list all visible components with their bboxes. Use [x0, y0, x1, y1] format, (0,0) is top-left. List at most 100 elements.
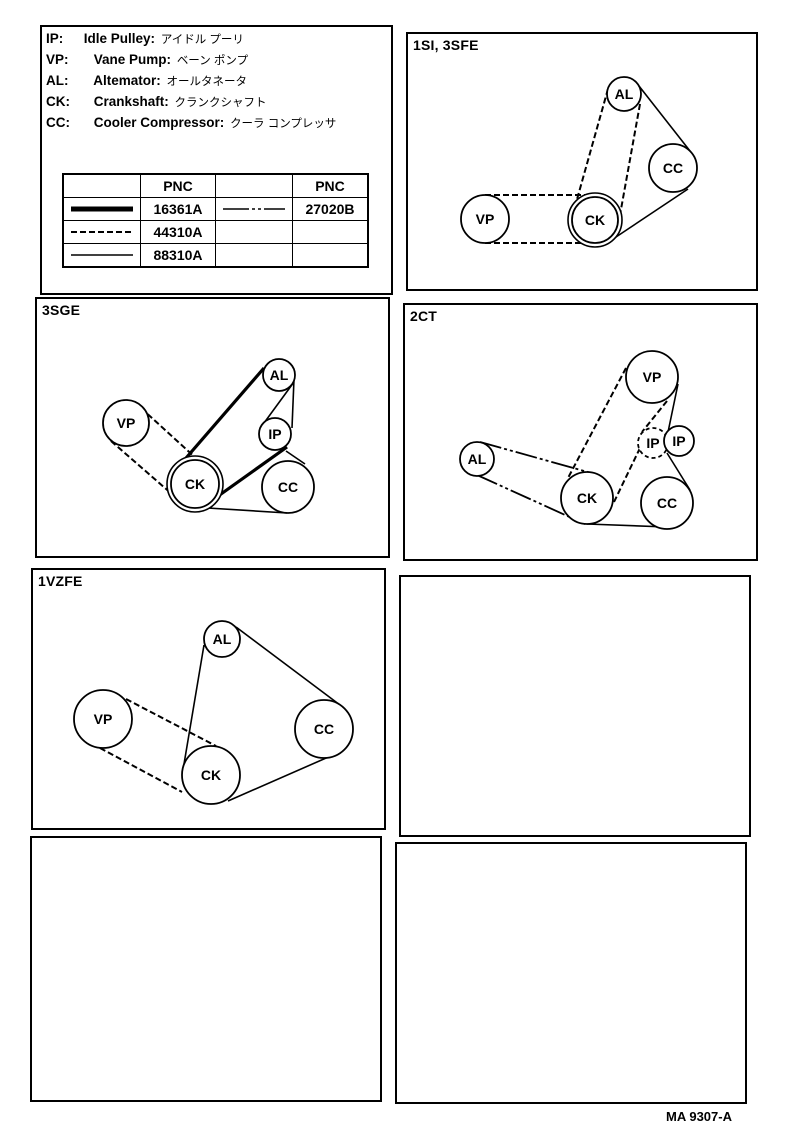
legend-jp: ベーン ポンプ	[176, 55, 249, 67]
pulley-label: CC	[657, 495, 677, 511]
pnc-header-blank	[215, 173, 293, 198]
legend-abbr: CC:	[46, 115, 70, 130]
engine-label: 3SGE	[42, 302, 81, 318]
pnc-code: 16361A	[140, 197, 216, 221]
pnc-code: 27020B	[292, 197, 369, 221]
pulley-vp: VP	[625, 350, 679, 404]
line-swatch-dashed	[62, 220, 141, 244]
pulley-label: CK	[585, 212, 605, 228]
legend-panel: IP: Idle Pulley: アイドル プーリ VP: Vane Pump:…	[40, 25, 393, 295]
legend-name: Idle Pulley:	[83, 31, 156, 46]
legend-item-ck: CK: Crankshaft: クランクシャフト	[46, 92, 336, 113]
legend-jp: アイドル プーリ	[160, 34, 244, 46]
belt-thin	[235, 626, 341, 706]
belt-thin	[666, 452, 691, 491]
pulley-ck: CK	[166, 455, 224, 513]
pulley-ck: CK	[560, 471, 614, 525]
empty-cell	[292, 220, 369, 244]
belt-thin	[291, 378, 295, 429]
pulley-label: CC	[314, 721, 334, 737]
pulley-label: CC	[278, 479, 298, 495]
pulley-label: CK	[185, 476, 205, 492]
pulley-label: IP	[672, 433, 685, 449]
pnc-header-row: PNC PNC	[62, 173, 369, 198]
pulley-label: AL	[213, 631, 232, 647]
pulley-label: AL	[270, 367, 289, 383]
belt-dashed	[573, 88, 609, 211]
pnc-code: 44310A	[140, 220, 216, 244]
belt-diagram: AL VP CC CK	[73, 620, 354, 805]
legend-abbr: IP:	[46, 31, 64, 46]
pulley-label: VP	[94, 711, 113, 727]
pulley-label: AL	[615, 86, 634, 102]
belt-dashed	[140, 407, 199, 461]
pulley-label: VP	[643, 369, 662, 385]
figure-id: MA 9307-A	[666, 1109, 732, 1124]
pulley-al: AL	[203, 620, 241, 658]
legend-name: Altemator:	[93, 73, 161, 88]
pulley-cc: CC	[261, 460, 315, 514]
pnc-row: 44310A	[62, 220, 369, 244]
belt-dashed	[613, 447, 641, 503]
legend-name: Vane Pump:	[93, 52, 172, 67]
engine-label: 1VZFE	[38, 573, 83, 589]
pulley-label: CK	[201, 767, 221, 783]
pnc-header-blank	[62, 173, 141, 198]
belt-dash-dot	[479, 441, 596, 475]
legend-jp: クランクシャフト	[174, 97, 267, 109]
belt-thin	[285, 450, 306, 465]
belt-thick	[213, 445, 288, 501]
pulley-label: CK	[577, 490, 597, 506]
pnc-header: PNC	[140, 173, 216, 198]
pulley-al: AL	[606, 76, 642, 112]
legend-abbr: VP:	[46, 52, 69, 67]
legend-item-al: AL: Altemator: オールタネータ	[46, 71, 336, 92]
pulley-ip: IP	[663, 425, 695, 457]
pulley-vp: VP	[73, 689, 133, 749]
pulley-cc: CC	[648, 143, 698, 193]
pnc-row: 16361A 27020B	[62, 197, 369, 221]
pulley-label: AL	[468, 451, 487, 467]
panel-1vzfe: AL VP CC CK 1VZFE	[31, 568, 386, 830]
empty-cell	[215, 243, 293, 268]
legend-name: Crankshaft:	[93, 94, 169, 109]
pulley-al: AL	[459, 441, 495, 477]
panel-1si-3sfe: AL CC VP CK 1SI, 3SFE	[406, 32, 758, 291]
empty-cell	[215, 220, 293, 244]
legend-abbr: CK:	[46, 94, 70, 109]
pulley-al: AL	[262, 358, 296, 392]
legend-item-vp: VP: Vane Pump: ベーン ポンプ	[46, 50, 336, 71]
empty-cell	[292, 243, 369, 268]
belt-thin	[263, 381, 295, 424]
pnc-code: 88310A	[140, 243, 216, 268]
legend-item-ip: IP: Idle Pulley: アイドル プーリ	[46, 29, 336, 50]
engine-label: 2CT	[410, 308, 438, 324]
engine-label: 1SI, 3SFE	[413, 37, 479, 53]
pulley-cc: CC	[294, 699, 354, 759]
belt-dashed	[110, 440, 174, 496]
panel-empty	[395, 842, 747, 1104]
belt-dashed	[617, 103, 641, 227]
pnc-header: PNC	[292, 173, 369, 198]
belt-thick	[178, 366, 266, 467]
legend-name: Cooler Compressor:	[93, 115, 225, 130]
belt-thin	[666, 383, 679, 438]
pulley-label: VP	[476, 211, 495, 227]
panel-empty	[30, 836, 382, 1102]
line-swatch-dash-dot	[215, 197, 293, 221]
pulley-label: CC	[663, 160, 683, 176]
pulley-ck: CK	[567, 192, 623, 248]
belt-dashed	[99, 747, 183, 793]
legend-item-cc: CC: Cooler Compressor: クーラ コンプレッサ	[46, 113, 336, 134]
legend-abbr: AL:	[46, 73, 69, 88]
belt-thin	[182, 644, 205, 771]
belt-dash-dot	[476, 474, 586, 525]
pulley-cc: CC	[640, 476, 694, 530]
pnc-table: PNC PNC 16361A 27020B 44310A	[62, 173, 369, 268]
legend-jp: オールタネータ	[166, 76, 248, 88]
belt-dashed	[125, 698, 217, 747]
